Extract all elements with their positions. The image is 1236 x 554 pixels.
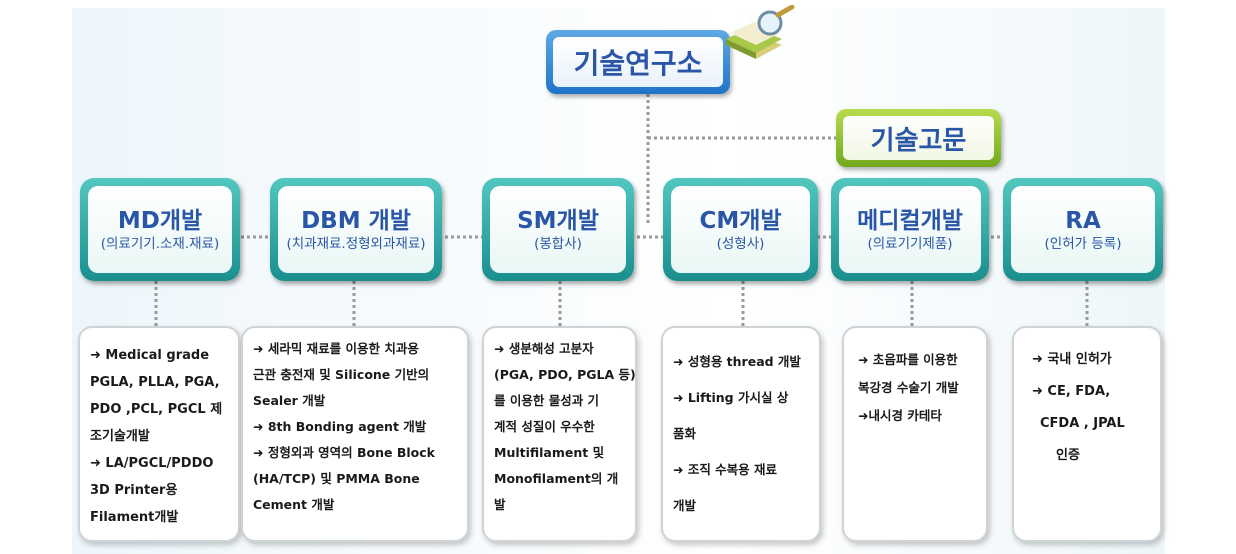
detail-box-medical: ➜ 초음파를 이용한 복강경 수술기 개발 ➜내시경 카테타 [842,326,988,542]
detail-line: 발 [494,497,506,512]
advisor-label: 기술고문 [870,125,967,156]
detail-line: Sealer 개발 [253,393,326,408]
detail-box-sm: ➜ 생분해성 고분자 (PGA, PDO, PGLA 등) 를 이용한 물성과 … [482,326,637,542]
dept-subtitle: (성형사) [716,235,765,252]
dept-dbm: DBM 개발 (치과재료.정형외과재료) [270,178,442,281]
dept-subtitle: (인허가 등록) [1044,235,1122,252]
detail-line: 근관 충전재 및 Silicone 기반의 [253,367,430,382]
dept-ra: RA (인허가 등록) [1003,178,1163,281]
detail-line: ➜ 세라믹 재료를 이용한 치과용 [253,341,419,356]
hq-label: 기술연구소 [573,47,703,80]
dept-cm: CM개발 (성형사) [663,178,818,281]
detail-line: 3D Printer용 [90,483,178,498]
detail-line: 조기술개발 [90,429,150,444]
dept-subtitle: (치과재료.정형외과재료) [286,235,426,252]
detail-line: ➜ 8th Bonding agent 개발 [253,419,427,434]
detail-line: Multifilament 및 [494,445,605,460]
detail-line: Filament개발 [90,510,179,525]
detail-box-dbm: ➜ 세라믹 재료를 이용한 치과용 근관 충전재 및 Silicone 기반의 … [241,326,469,542]
detail-line: ➜ 국내 인허가 [1032,352,1112,367]
detail-line: ➜ 생분해성 고분자 [494,341,594,356]
dept-title: CM개발 [699,207,782,234]
detail-line: PGLA, PLLA, PGA, [90,375,220,390]
detail-line: 품화 [673,426,697,441]
dept-subtitle: (의료기기.소재.재료) [100,235,220,252]
detail-line: Monofilament의 개 [494,471,619,486]
dept-title: DBM 개발 [301,207,411,234]
hq-box: 기술연구소 [546,30,730,94]
detail-line: PDO ,PCL, PGCL 제 [90,402,223,417]
dept-subtitle: (의료기기제품) [867,235,953,252]
dept-title: 메디컬개발 [857,207,963,234]
dept-medical: 메디컬개발 (의료기기제품) [831,178,989,281]
detail-box-cm: ➜ 성형용 thread 개발 ➜ Lifting 가시실 상 품화 ➜ 조직 … [661,326,821,542]
detail-line: (HA/TCP) 및 PMMA Bone [253,471,420,486]
detail-line: ➜ LA/PGCL/PDDO [90,456,214,471]
advisor-box: 기술고문 [836,109,1001,167]
detail-line: ➜ 조직 수복용 재료 [673,462,778,477]
detail-line: ➜ 성형용 thread 개발 [673,354,801,369]
detail-line: 계적 성질이 우수한 [494,419,595,434]
detail-line: 개발 [673,498,697,513]
detail-line: ➜ 초음파를 이용한 [858,352,958,367]
detail-box-ra: ➜ 국내 인허가 ➜ CE, FDA, CFDA , JPAL 인증 [1012,326,1162,542]
book-magnifier-icon [726,5,795,59]
detail-line: 인증 [1056,448,1080,463]
dept-title: SM개발 [517,207,599,234]
detail-line: ➜ 정형외과 영역의 Bone Block [253,445,435,460]
detail-line: 를 이용한 물성과 기 [494,393,600,408]
detail-line: CFDA , JPAL [1040,416,1125,431]
dept-subtitle: (봉합사) [534,235,582,252]
detail-line: ➜ Medical grade [90,348,210,363]
dept-sm: SM개발 (봉합사) [482,178,634,281]
detail-line: 복강경 수술기 개발 [858,380,959,395]
detail-line: ➜ Lifting 가시실 상 [673,390,789,405]
dept-md: MD개발 (의료기기.소재.재료) [80,178,240,281]
detail-box-md: ➜ Medical grade PGLA, PLLA, PGA, PDO ,PC… [78,326,240,542]
detail-line: Cement 개발 [253,497,335,512]
dept-title: RA [1065,207,1101,234]
detail-line: ➜ CE, FDA, [1032,384,1111,399]
dept-title: MD개발 [117,207,203,234]
detail-line: ➜내시경 카테타 [858,408,942,423]
detail-line: (PGA, PDO, PGLA 등) [494,367,636,382]
